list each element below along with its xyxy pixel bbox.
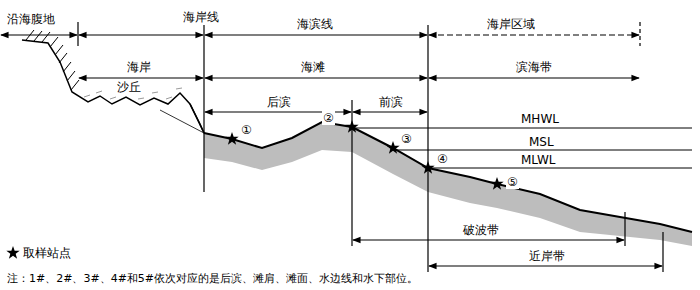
dune-label: 沙丘 xyxy=(116,80,142,94)
water-level-label: MHWL xyxy=(520,112,560,126)
zone-label: 海滩 xyxy=(300,60,326,74)
zone-label: 海岸 xyxy=(126,60,152,74)
legend-text: 取样站点 xyxy=(22,246,72,260)
zone-label: 滨海带 xyxy=(515,60,553,74)
water-level-label: MSL xyxy=(528,135,555,149)
zone-label: 前滨 xyxy=(378,95,404,109)
region-label: 沿海腹地 xyxy=(6,12,56,26)
zone-label: 破波带 xyxy=(462,223,500,237)
legend-star xyxy=(6,246,19,259)
zone-label: 后滨 xyxy=(266,95,292,109)
callout-number: ③ xyxy=(400,132,413,146)
zone-label: 近岸带 xyxy=(528,249,566,263)
region-label: 海岸区域 xyxy=(486,17,536,31)
water-level-label: MLWL xyxy=(520,153,557,167)
callout-number: ④ xyxy=(436,152,449,166)
callout-number: ⑤ xyxy=(506,175,519,189)
callout-number: ① xyxy=(240,123,253,137)
note-text: 注：1#、2#、3#、4#和5#依次对应的是后滨、滩肩、滩面、水边线和水下部位。 xyxy=(6,272,419,286)
line-label: 海滨线 xyxy=(296,17,334,31)
callout-number: ② xyxy=(322,111,335,125)
line-label: 海岸线 xyxy=(182,10,220,24)
